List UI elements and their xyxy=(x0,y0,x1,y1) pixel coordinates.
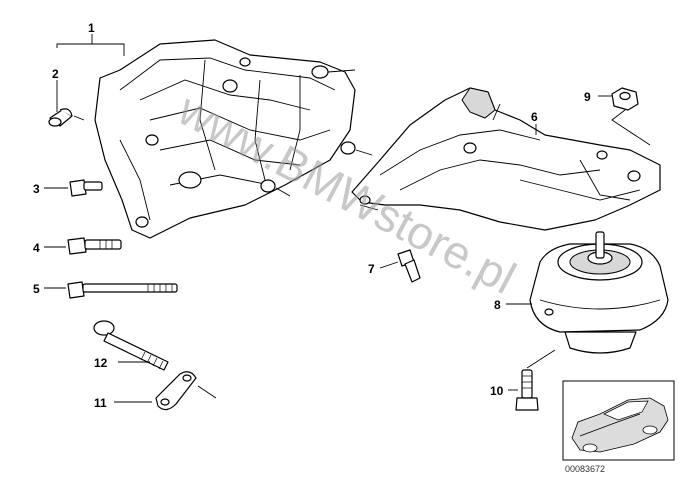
callout-11: 11 xyxy=(94,396,107,410)
callout-12: 12 xyxy=(94,356,108,370)
reference-number: 00083672 xyxy=(565,464,605,474)
hex-bolt-medium xyxy=(67,237,122,255)
callout-leaders xyxy=(44,34,651,403)
stud-bolt xyxy=(397,249,421,283)
callout-6: 6 xyxy=(531,110,538,124)
car-icon xyxy=(571,397,669,453)
callout-7: 7 xyxy=(368,262,375,276)
bushing-sleeve xyxy=(48,108,85,127)
engine-bracket xyxy=(94,39,373,239)
flange-bolt-short xyxy=(69,179,103,197)
engine-mount xyxy=(529,231,669,354)
callout-10: 10 xyxy=(490,384,504,398)
callout-labels: 1 2 3 4 5 6 7 8 9 10 11 12 xyxy=(33,21,591,410)
vehicle-thumbnail xyxy=(562,380,675,461)
callout-3: 3 xyxy=(33,182,40,196)
mount-bolt xyxy=(515,369,539,411)
support-arm xyxy=(351,87,661,231)
callout-9: 9 xyxy=(584,90,591,104)
hex-bolt-long xyxy=(67,281,178,299)
diagonal-bolt xyxy=(93,320,169,371)
link-plate xyxy=(155,371,217,411)
hex-nut xyxy=(611,87,639,111)
callout-5: 5 xyxy=(33,282,40,296)
callout-1: 1 xyxy=(88,21,95,35)
callout-2: 2 xyxy=(52,67,59,81)
callout-8: 8 xyxy=(494,298,501,312)
callout-4: 4 xyxy=(33,241,40,255)
